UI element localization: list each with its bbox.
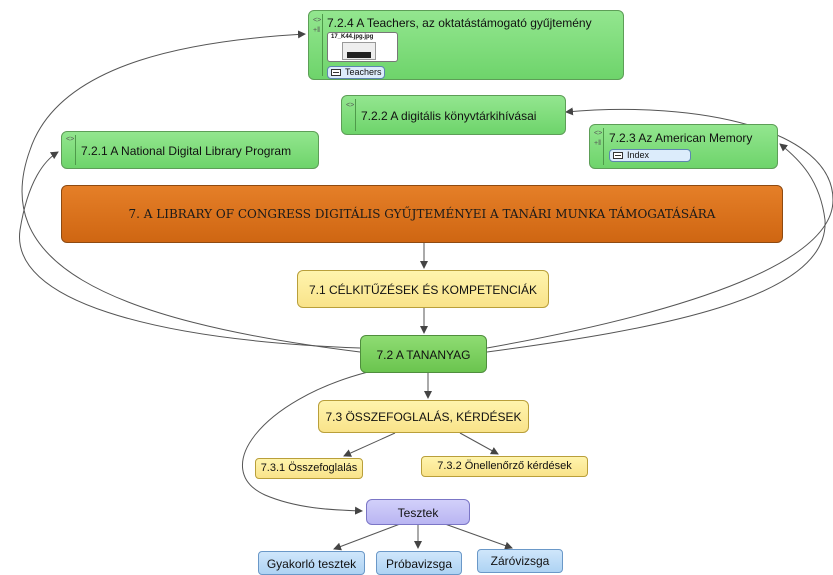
connector-73-731 <box>343 432 396 457</box>
topic-label: 7.1 CÉLKITŰZÉSEK ÉS KOMPETENCIÁK <box>308 283 538 297</box>
image-thumbnail-icon <box>342 42 376 60</box>
topic-7-2-4[interactable]: <> +‖ 7.2.4 A Teachers, az oktatástámoga… <box>308 10 624 80</box>
collapse-icon[interactable]: <> <box>313 17 322 24</box>
topic-label: 7.2.2 A digitális könyvtárkihívásai <box>361 109 537 123</box>
connector-73-732 <box>459 432 499 455</box>
topic-label: 7.3 ÖSSZEFOGLALÁS, KÉRDÉSEK <box>325 410 522 424</box>
topic-7-3[interactable]: 7.3 ÖSSZEFOGLALÁS, KÉRDÉSEK <box>318 400 529 433</box>
topic-7-2-2[interactable]: <> 7.2.2 A digitális könyvtárkihívásai <box>341 95 566 135</box>
divider <box>603 128 604 165</box>
topic-label: 7.3.1 Összefoglalás <box>260 462 358 474</box>
topic-7-2[interactable]: 7.2 A TANANYAG <box>360 335 487 373</box>
image-attachment[interactable]: 17_K44.jpg.jpg <box>327 32 398 62</box>
image-filename: 17_K44.jpg.jpg <box>331 34 374 40</box>
topic-7-3-1[interactable]: 7.3.1 Összefoglalás <box>255 458 363 479</box>
topic-7-2-1[interactable]: <> 7.2.1 A National Digital Library Prog… <box>61 131 319 169</box>
topic-tesztek[interactable]: Tesztek <box>366 499 470 525</box>
topic-label: 7.3.2 Önellenőrző kérdések <box>437 460 572 472</box>
collapse-icon[interactable]: <> <box>346 102 355 109</box>
collapse-icon[interactable]: <> <box>594 130 603 137</box>
topic-7-2-3[interactable]: <> +‖ 7.2.3 Az American Memory Index <box>589 124 778 169</box>
attachment-label: Teachers <box>345 67 382 77</box>
topic-probavizsga[interactable]: Próbavizsga <box>376 551 462 575</box>
collapse-icon[interactable]: <> <box>66 136 75 143</box>
divider <box>75 135 76 165</box>
topic-7-1[interactable]: 7.1 CÉLKITŰZÉSEK ÉS KOMPETENCIÁK <box>297 270 549 308</box>
connector-tesztek-zaro <box>444 523 513 550</box>
connector-72-724 <box>21 30 361 353</box>
connector-72-723 <box>486 143 826 353</box>
topic-label: 7.2.3 Az American Memory <box>609 131 753 145</box>
topic-7-3-2[interactable]: 7.3.2 Önellenőrző kérdések <box>421 456 588 477</box>
divider <box>322 14 323 76</box>
connector-72-721 <box>19 151 361 349</box>
document-icon <box>331 69 341 76</box>
topic-label: Gyakorló tesztek <box>266 557 357 571</box>
attachment-index[interactable]: Index <box>609 149 691 162</box>
divider <box>355 99 356 131</box>
topic-label: Próbavizsga <box>385 557 453 571</box>
topic-gyakorlo-tesztek[interactable]: Gyakorló tesztek <box>258 551 365 575</box>
topic-label: 7.2.1 A National Digital Library Program <box>81 144 292 158</box>
central-topic[interactable]: 7. A LIBRARY OF CONGRESS DIGITÁLIS GYŰJT… <box>61 185 783 243</box>
central-topic-label: 7. A LIBRARY OF CONGRESS DIGITÁLIS GYŰJT… <box>128 207 716 221</box>
expand-icon[interactable]: +‖ <box>594 140 601 147</box>
connector-72-tesztek <box>242 371 369 515</box>
topic-label: Záróvizsga <box>490 554 550 568</box>
attachment-label: Index <box>627 150 650 160</box>
attachment-teachers[interactable]: Teachers <box>327 66 385 79</box>
expand-icon[interactable]: +‖ <box>313 27 320 34</box>
topic-label: 7.2 A TANANYAG <box>376 348 471 362</box>
connector-tesztek-gyakorlo <box>333 523 401 551</box>
document-icon <box>613 152 623 159</box>
topic-zarovizsga[interactable]: Záróvizsga <box>477 549 563 573</box>
topic-label: 7.2.4 A Teachers, az oktatástámogató gyű… <box>327 16 592 30</box>
topic-label: Tesztek <box>397 506 439 520</box>
